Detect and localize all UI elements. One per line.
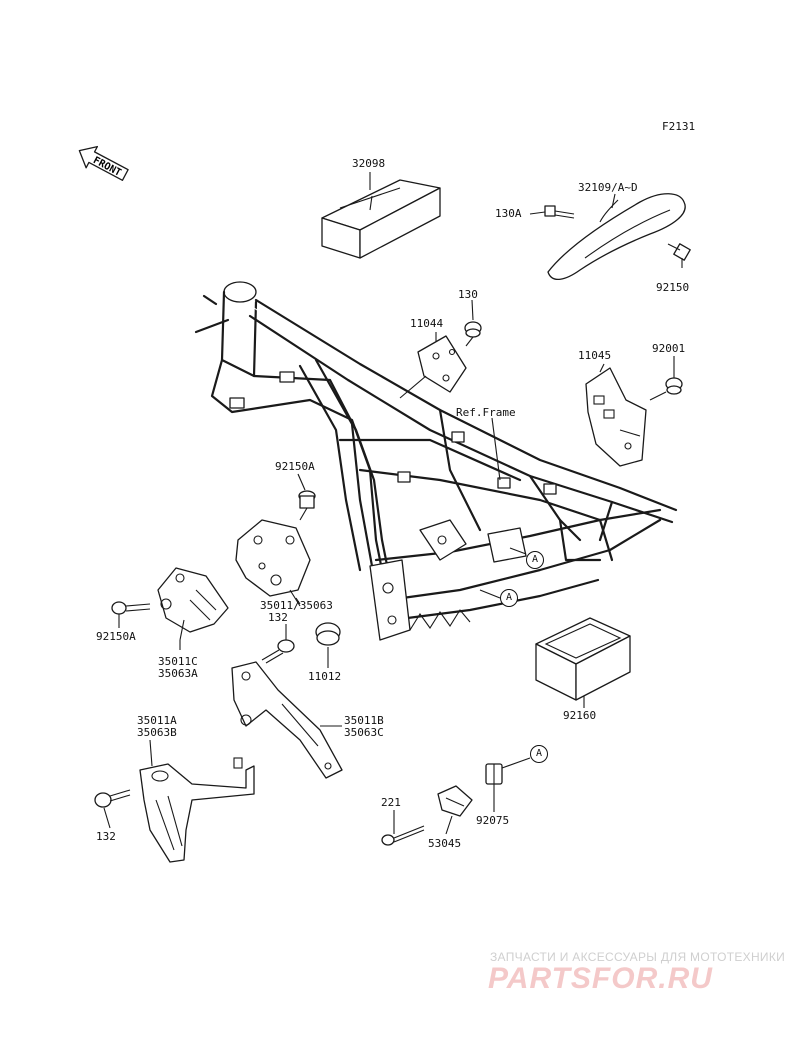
label-132-bottom: 132: [96, 830, 116, 843]
nut-92001-icon: [649, 377, 683, 401]
label-130: 130: [458, 288, 478, 301]
label-92075: 92075: [476, 814, 510, 827]
bolt-130a-icon: [544, 205, 575, 219]
callout-a-upper: A: [526, 551, 544, 569]
grommet-130-icon: [464, 321, 482, 347]
label-221: 221: [381, 796, 401, 809]
label-35011a: 35011A: [137, 714, 177, 727]
bolt-92150a-top-icon: [298, 490, 316, 521]
bracket-35011b-icon: [231, 661, 343, 779]
part-92160-battery-case: [535, 617, 631, 701]
label-35063b: 35063B: [137, 726, 177, 739]
part-32098-cover: [321, 179, 441, 259]
bracket-35011c-icon: [157, 567, 229, 641]
label-11045: 11045: [578, 349, 612, 362]
label-132-top: 132: [268, 611, 288, 624]
bracket-53045-icon: [437, 785, 473, 817]
bolt-92150a-left-icon: [111, 601, 151, 615]
label-35011-35063: 35011/35063: [260, 599, 333, 612]
label-35063a: 35063A: [158, 667, 198, 680]
label-35063c: 35063C: [344, 726, 384, 739]
watermark-tagline: ЗАПЧАСТИ И АКСЕССУАРЫ ДЛЯ МОТОТЕХНИКИ: [490, 950, 786, 964]
label-92150a-top: 92150A: [275, 460, 315, 473]
label-53045: 53045: [428, 837, 462, 850]
damper-92075-icon: [485, 757, 531, 785]
label-ref-frame: Ref.Frame: [456, 406, 516, 419]
label-32109: 32109/A~D: [578, 181, 638, 194]
label-35011c: 35011C: [158, 655, 198, 668]
front-arrow-icon: FRONT: [78, 145, 129, 181]
bracket-35011-35063-icon: [235, 519, 311, 607]
label-130a: 130A: [495, 207, 522, 220]
label-92150: 92150: [656, 281, 690, 294]
label-92001: 92001: [652, 342, 686, 355]
label-32098: 32098: [352, 157, 386, 170]
part-32109-side-cover: [547, 193, 686, 280]
label-92150a-left: 92150A: [96, 630, 136, 643]
leader-lines: [103, 172, 683, 835]
bracket-11045-icon: [585, 367, 647, 467]
grommet-11012-icon: [315, 622, 341, 646]
figure-code: F2131: [662, 120, 696, 133]
ref-frame-leader: [491, 417, 501, 481]
watermark-logo: PARTSFOR.RU: [488, 962, 713, 995]
callout-a-bracket: A: [530, 745, 548, 763]
label-35011b: 35011B: [344, 714, 384, 727]
bolt-92150-icon: [667, 243, 691, 261]
label-11012: 11012: [308, 670, 342, 683]
bracket-11044-icon: [399, 335, 467, 399]
bolt-132-bottom-icon: [94, 789, 131, 808]
label-11044: 11044: [410, 317, 444, 330]
bracket-35011a-icon: [139, 757, 255, 863]
label-92160: 92160: [563, 709, 597, 722]
bolt-132-top-icon: [261, 639, 295, 664]
screw-221-icon: [381, 825, 425, 846]
callout-a-lower: A: [500, 589, 518, 607]
